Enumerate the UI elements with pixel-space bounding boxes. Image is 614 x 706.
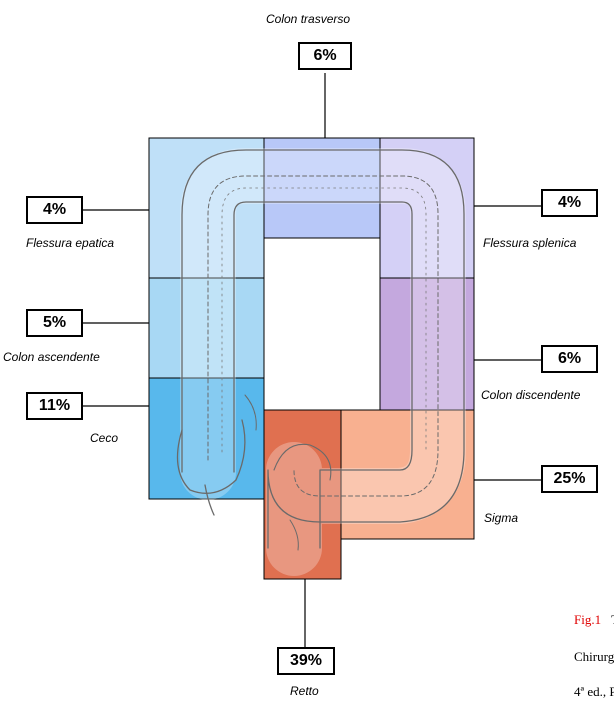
sigmoid-percent: 25% — [541, 465, 598, 493]
rectum-percent: 39% — [277, 647, 335, 675]
figure-caption-line3: 4ª ed., P — [574, 684, 614, 700]
ascending-colon-label: Colon ascendente — [3, 350, 100, 364]
descending-colon-label: Colon discendente — [481, 388, 580, 402]
figure-number: Fig.1 — [574, 612, 601, 627]
figure-caption-line1: Fig.1T — [574, 612, 614, 628]
cecum-label: Ceco — [90, 431, 118, 445]
descending-colon-percent: 6% — [541, 345, 598, 373]
hepatic-flexure-percent: 4% — [26, 196, 83, 224]
cecum-percent: 11% — [26, 392, 83, 420]
transverse-colon-percent: 6% — [298, 42, 352, 70]
splenic-flexure-label: Flessura splenica — [483, 236, 576, 250]
ascending-colon-percent: 5% — [26, 309, 83, 337]
sigmoid-label: Sigma — [484, 511, 518, 525]
transverse-colon-label: Colon trasverso — [266, 12, 350, 26]
figure-caption-line2: Chirurg — [574, 649, 614, 665]
hepatic-flexure-label: Flessura epatica — [26, 236, 114, 250]
splenic-flexure-percent: 4% — [541, 189, 598, 217]
center-gap — [264, 238, 380, 410]
rectum-label: Retto — [290, 684, 319, 698]
